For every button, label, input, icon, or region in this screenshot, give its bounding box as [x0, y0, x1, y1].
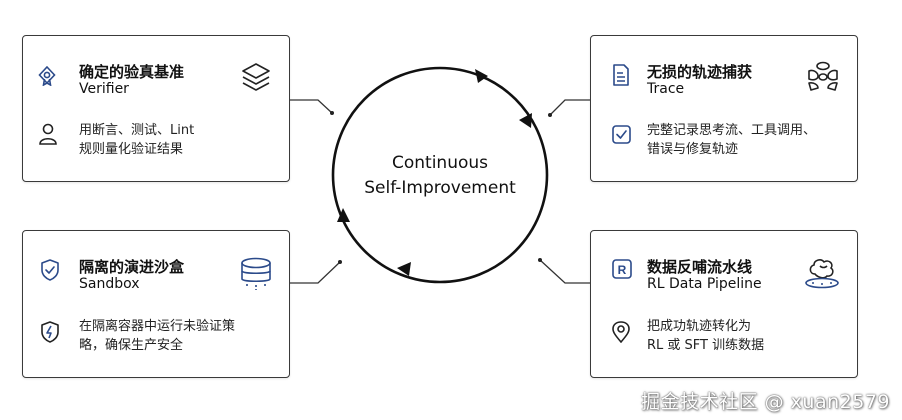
- database-icon: [239, 257, 273, 293]
- sandbox-title-en: Sandbox: [79, 276, 140, 292]
- location-pin-icon: [611, 321, 631, 343]
- r-square-icon: R: [612, 259, 632, 279]
- center-title-line1: Continuous: [391, 153, 488, 173]
- shield-check-icon: [40, 259, 60, 281]
- arrow-left: [337, 208, 350, 222]
- watermark: 掘金技术社区 @ xuan2579: [641, 391, 890, 413]
- verifier-desc-line1: 用断言、测试、Lint: [79, 123, 195, 138]
- pipeline-desc-line1: 把成功轨迹转化为: [647, 319, 752, 334]
- shield-lightning-icon: [40, 321, 60, 343]
- trace-desc-line1: 完整记录思考流、工具调用、: [647, 123, 817, 138]
- connector-pipeline: [539, 259, 590, 284]
- verified-badge-icon: [38, 66, 56, 86]
- connector-sandbox: [290, 261, 341, 284]
- verifier-title-cn: 确定的验真基准: [79, 63, 185, 81]
- trace-title-en: Trace: [647, 81, 685, 97]
- pipeline-desc-line2: RL 或 SFT 训练数据: [647, 338, 765, 353]
- layers-icon: [240, 61, 272, 93]
- check-square-icon: [612, 125, 631, 144]
- sandbox-desc-line1: 在隔离容器中运行未验证策: [79, 319, 236, 334]
- person-icon: [38, 123, 58, 145]
- flow-nodes-icon: [806, 61, 840, 93]
- cycle-arrows: [337, 69, 532, 276]
- brain-icon: [803, 256, 841, 290]
- connector-trace: [549, 99, 590, 116]
- arrow-bottom: [397, 262, 411, 276]
- pipeline-title-cn: 数据反哺流水线: [647, 258, 753, 276]
- trace-card: 无损的轨迹捕获 Trace 完整记录思考流、工具调用、 错误与修复轨迹: [590, 35, 858, 182]
- sandbox-title-cn: 隔离的演进沙盒: [79, 258, 185, 276]
- cycle-ring: [331, 66, 549, 284]
- center-title-line2: Self-Improvement: [364, 178, 516, 198]
- trace-desc-line2: 错误与修复轨迹: [647, 142, 739, 157]
- arrow-top: [475, 69, 488, 83]
- connector-verifier: [290, 99, 333, 114]
- svg-text:R: R: [618, 263, 627, 277]
- pipeline-card: R 数据反哺流水线 RL Data Pipeline 把成功轨迹转化为 RL 或…: [590, 230, 858, 378]
- document-icon: [612, 64, 630, 86]
- verifier-desc-line2: 规则量化验证结果: [79, 142, 184, 157]
- verifier-card: 确定的验真基准 Verifier 用断言、测试、Lint 规则量化验证结果: [22, 35, 290, 182]
- sandbox-desc-line2: 略，确保生产安全: [79, 338, 184, 353]
- arrow-right: [519, 113, 532, 128]
- sandbox-card: 隔离的演进沙盒 Sandbox 在隔离容器中运行未验证策 略，确保生产安全: [22, 230, 290, 378]
- pipeline-title-en: RL Data Pipeline: [647, 276, 762, 292]
- verifier-title-en: Verifier: [79, 81, 129, 97]
- trace-title-cn: 无损的轨迹捕获: [647, 63, 753, 81]
